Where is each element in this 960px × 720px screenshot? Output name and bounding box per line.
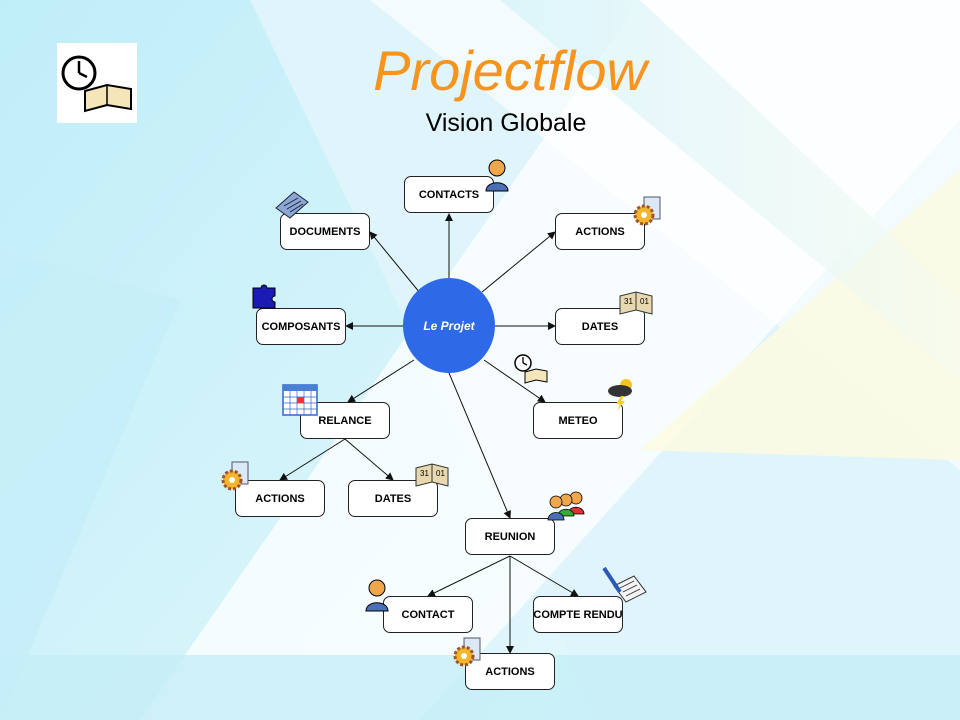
edge-to-documents [369,231,421,294]
puzzle-icon [252,284,276,309]
edge-to-relance [347,359,415,403]
gear-document-icon [453,637,481,667]
node-label: ACTIONS [485,665,535,678]
node-label: DOCUMENTS [289,225,361,238]
clock-book-icon [61,55,132,113]
edge-reunion-compte-rendu [509,555,579,597]
node-dates[interactable]: DATES [555,308,645,345]
person-icon [365,579,389,612]
node-label: DATES [374,492,412,505]
node-label: METEO [558,414,598,427]
page-subtitle: Vision Globale [425,109,587,137]
calendar-book-icon: 31 01 [619,291,653,315]
svg-text:01: 01 [436,469,445,478]
node-contacts[interactable]: CONTACTS [404,176,494,213]
edge-relance-dates [344,438,394,481]
svg-text:31: 31 [420,469,429,478]
center-node-label: Le Projet [423,318,475,333]
node-label: COMPTE RENDU [533,608,623,621]
node-label: DATES [581,320,619,333]
node-reunion[interactable]: REUNION [465,518,555,555]
calendar-grid-icon [282,384,318,416]
gear-document-icon [633,196,661,226]
node-label: ACTIONS [575,225,625,238]
node-label: RELANCE [318,414,372,427]
edge-reunion-contact [427,555,511,597]
node-composants[interactable]: COMPOSANTS [256,308,346,345]
pen-document-icon [602,566,647,603]
document-icon [275,191,309,219]
page-title: Projectflow [373,39,647,102]
node-label: COMPOSANTS [261,320,341,333]
edge-relance-actions [279,438,346,481]
node-label: ACTIONS [255,492,305,505]
node-label: CONTACT [401,608,455,621]
edge-to-reunion [448,372,511,519]
node-contact[interactable]: CONTACT [383,596,473,633]
gear-document-icon [221,461,249,491]
calendar-book-icon: 31 01 [415,463,449,487]
edge-to-actions [481,231,556,293]
node-label: CONTACTS [418,188,480,201]
clock-book-icon [514,354,548,384]
node-relance-dates[interactable]: DATES [348,480,438,517]
edge-to-meteo [483,359,546,403]
group-icon [547,491,585,521]
svg-text:01: 01 [640,297,649,306]
node-actions[interactable]: ACTIONS [555,213,645,250]
weather-icon [608,379,632,411]
node-meteo[interactable]: METEO [533,402,623,439]
node-compte-rendu[interactable]: COMPTE RENDU [533,596,623,633]
center-node-le-projet[interactable]: Le Projet [403,278,495,373]
node-documents[interactable]: DOCUMENTS [280,213,370,250]
node-label: REUNION [484,530,536,543]
svg-text:31: 31 [624,297,633,306]
node-relance-actions[interactable]: ACTIONS [235,480,325,517]
person-icon [485,159,509,192]
logo [57,43,137,123]
